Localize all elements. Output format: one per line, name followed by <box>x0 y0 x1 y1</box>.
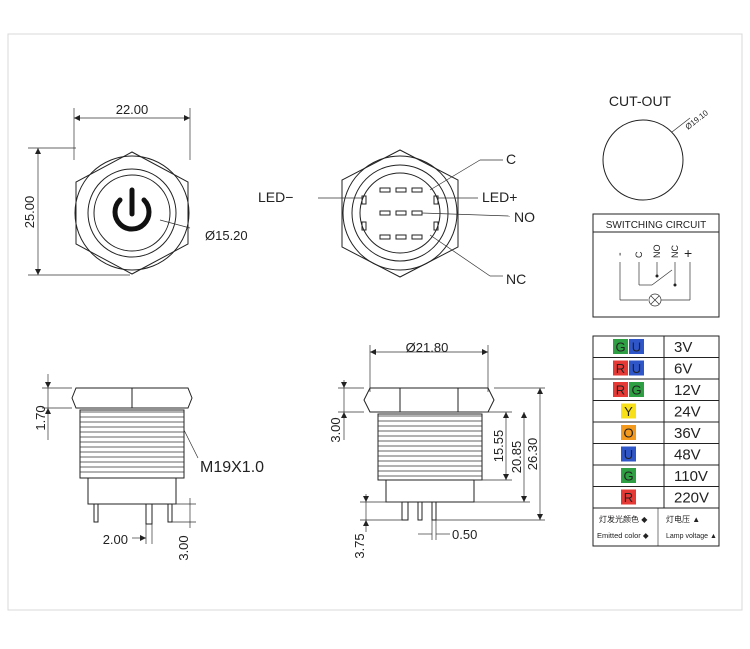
voltage-value: 36V <box>674 425 701 442</box>
right-dim-b: 20.85 <box>509 441 524 474</box>
left-thread-lines <box>80 411 184 473</box>
right-dim-c: 26.30 <box>525 438 540 471</box>
color-letter: U <box>632 361 641 376</box>
color-letter: O <box>623 426 633 441</box>
voltage-value: 24V <box>674 404 701 421</box>
thread-spec: M19X1.0 <box>200 459 264 476</box>
button-diameter-dim: Ø15.20 <box>205 228 248 243</box>
voltage-value: 12V <box>674 382 701 399</box>
color-swatch <box>629 360 644 376</box>
color-swatch <box>621 425 636 440</box>
voltage-value: 220V <box>674 490 709 507</box>
color-row: O 36V <box>593 425 719 444</box>
color-swatch <box>629 339 644 354</box>
right-pin-length-dim: 3.75 <box>352 533 367 558</box>
color-swatch <box>621 446 636 462</box>
color-letter: R <box>616 383 625 398</box>
color-letter: R <box>624 490 633 505</box>
terminal-label-c: C <box>506 151 516 167</box>
color-letter: Y <box>624 404 633 419</box>
voltage-value: 3V <box>674 339 692 356</box>
circuit-frame <box>592 213 720 318</box>
color-letter: G <box>615 340 625 355</box>
left-head-height-dim: 1.70 <box>33 405 48 430</box>
circuit-terminal-minus: - <box>614 252 626 256</box>
circuit-terminal-no: NO <box>652 245 662 259</box>
footer-color-cn: 灯发光颜色 ◆ <box>599 514 648 524</box>
right-pin-thickness-dim: 0.50 <box>452 527 477 542</box>
switching-circuit: SWITCHING CIRCUIT - C NO NC + <box>592 213 720 318</box>
color-swatch <box>613 382 628 397</box>
right-diameter-dim: Ø21.80 <box>406 340 449 355</box>
terminal-label-nc: NC <box>506 271 526 287</box>
rear-base <box>359 172 441 254</box>
circuit-terminal-plus: + <box>684 245 692 261</box>
terminal-label-led-minus: LED− <box>258 189 293 205</box>
color-row: U 48V <box>593 446 719 466</box>
color-letter: U <box>624 447 633 462</box>
color-swatch <box>621 489 636 505</box>
voltage-value: 48V <box>674 447 701 464</box>
front-height-dim: 25.00 <box>22 196 37 229</box>
color-letter: G <box>631 383 641 398</box>
side-view-right: Ø21.80 3.00 15.55 20.85 26.30 <box>328 340 545 559</box>
color-row: R 220V <box>593 489 719 509</box>
cutout-title: CUT-OUT <box>609 93 672 109</box>
voltage-value: 6V <box>674 361 692 378</box>
side-view-left: 1.70 M19X1.0 2.00 3.00 <box>33 374 264 561</box>
color-swatch <box>613 339 628 354</box>
rear-hex-outline <box>341 149 459 278</box>
rear-ring-inner <box>351 164 449 262</box>
rear-ring-outer <box>342 155 458 271</box>
footer-voltage-cn: 灯电压 ▲ <box>666 514 700 524</box>
pin-length-dim: 3.00 <box>176 535 191 560</box>
bezel-outer <box>74 155 190 271</box>
terminal-label-no: NO <box>514 209 535 225</box>
circuit-terminal-nc: NC <box>670 245 680 258</box>
color-letter: R <box>616 361 625 376</box>
power-icon <box>112 187 152 232</box>
front-view: 22.00 25.00 Ø15.20 <box>22 102 248 276</box>
footer-voltage-en: Lamp voltage ▲ <box>666 533 717 540</box>
color-letter: U <box>632 340 641 355</box>
hex-nut-outline <box>75 151 189 275</box>
color-swatch <box>629 382 644 397</box>
color-letter: G <box>623 469 633 484</box>
left-head <box>71 387 193 409</box>
right-base <box>385 479 475 503</box>
right-thread-lines <box>378 415 482 477</box>
left-base <box>87 477 177 505</box>
terminal-label-led-plus: LED+ <box>482 189 517 205</box>
color-swatch <box>621 468 636 483</box>
color-swatch <box>613 360 628 376</box>
circuit-terminal-c: C <box>634 251 644 258</box>
color-row: Y 24V <box>593 403 719 423</box>
rear-view: C LED− LED+ NO NC <box>258 149 535 287</box>
bezel-mid <box>87 168 177 258</box>
color-swatch <box>621 403 636 419</box>
color-row: G 110V <box>593 468 719 487</box>
cutout-circle <box>602 119 684 201</box>
pin-pitch-dim: 2.00 <box>103 532 128 547</box>
rear-pins <box>361 187 439 240</box>
footer-color-en: Emitted color ◆ <box>597 531 649 540</box>
button-face <box>93 174 171 252</box>
front-width-dim: 22.00 <box>116 102 149 117</box>
voltage-value: 110V <box>674 468 708 485</box>
circuit-title: SWITCHING CIRCUIT <box>606 220 707 231</box>
right-dim-a: 15.55 <box>491 430 506 463</box>
right-head-height-dim: 3.00 <box>328 417 343 442</box>
right-head <box>363 387 495 413</box>
